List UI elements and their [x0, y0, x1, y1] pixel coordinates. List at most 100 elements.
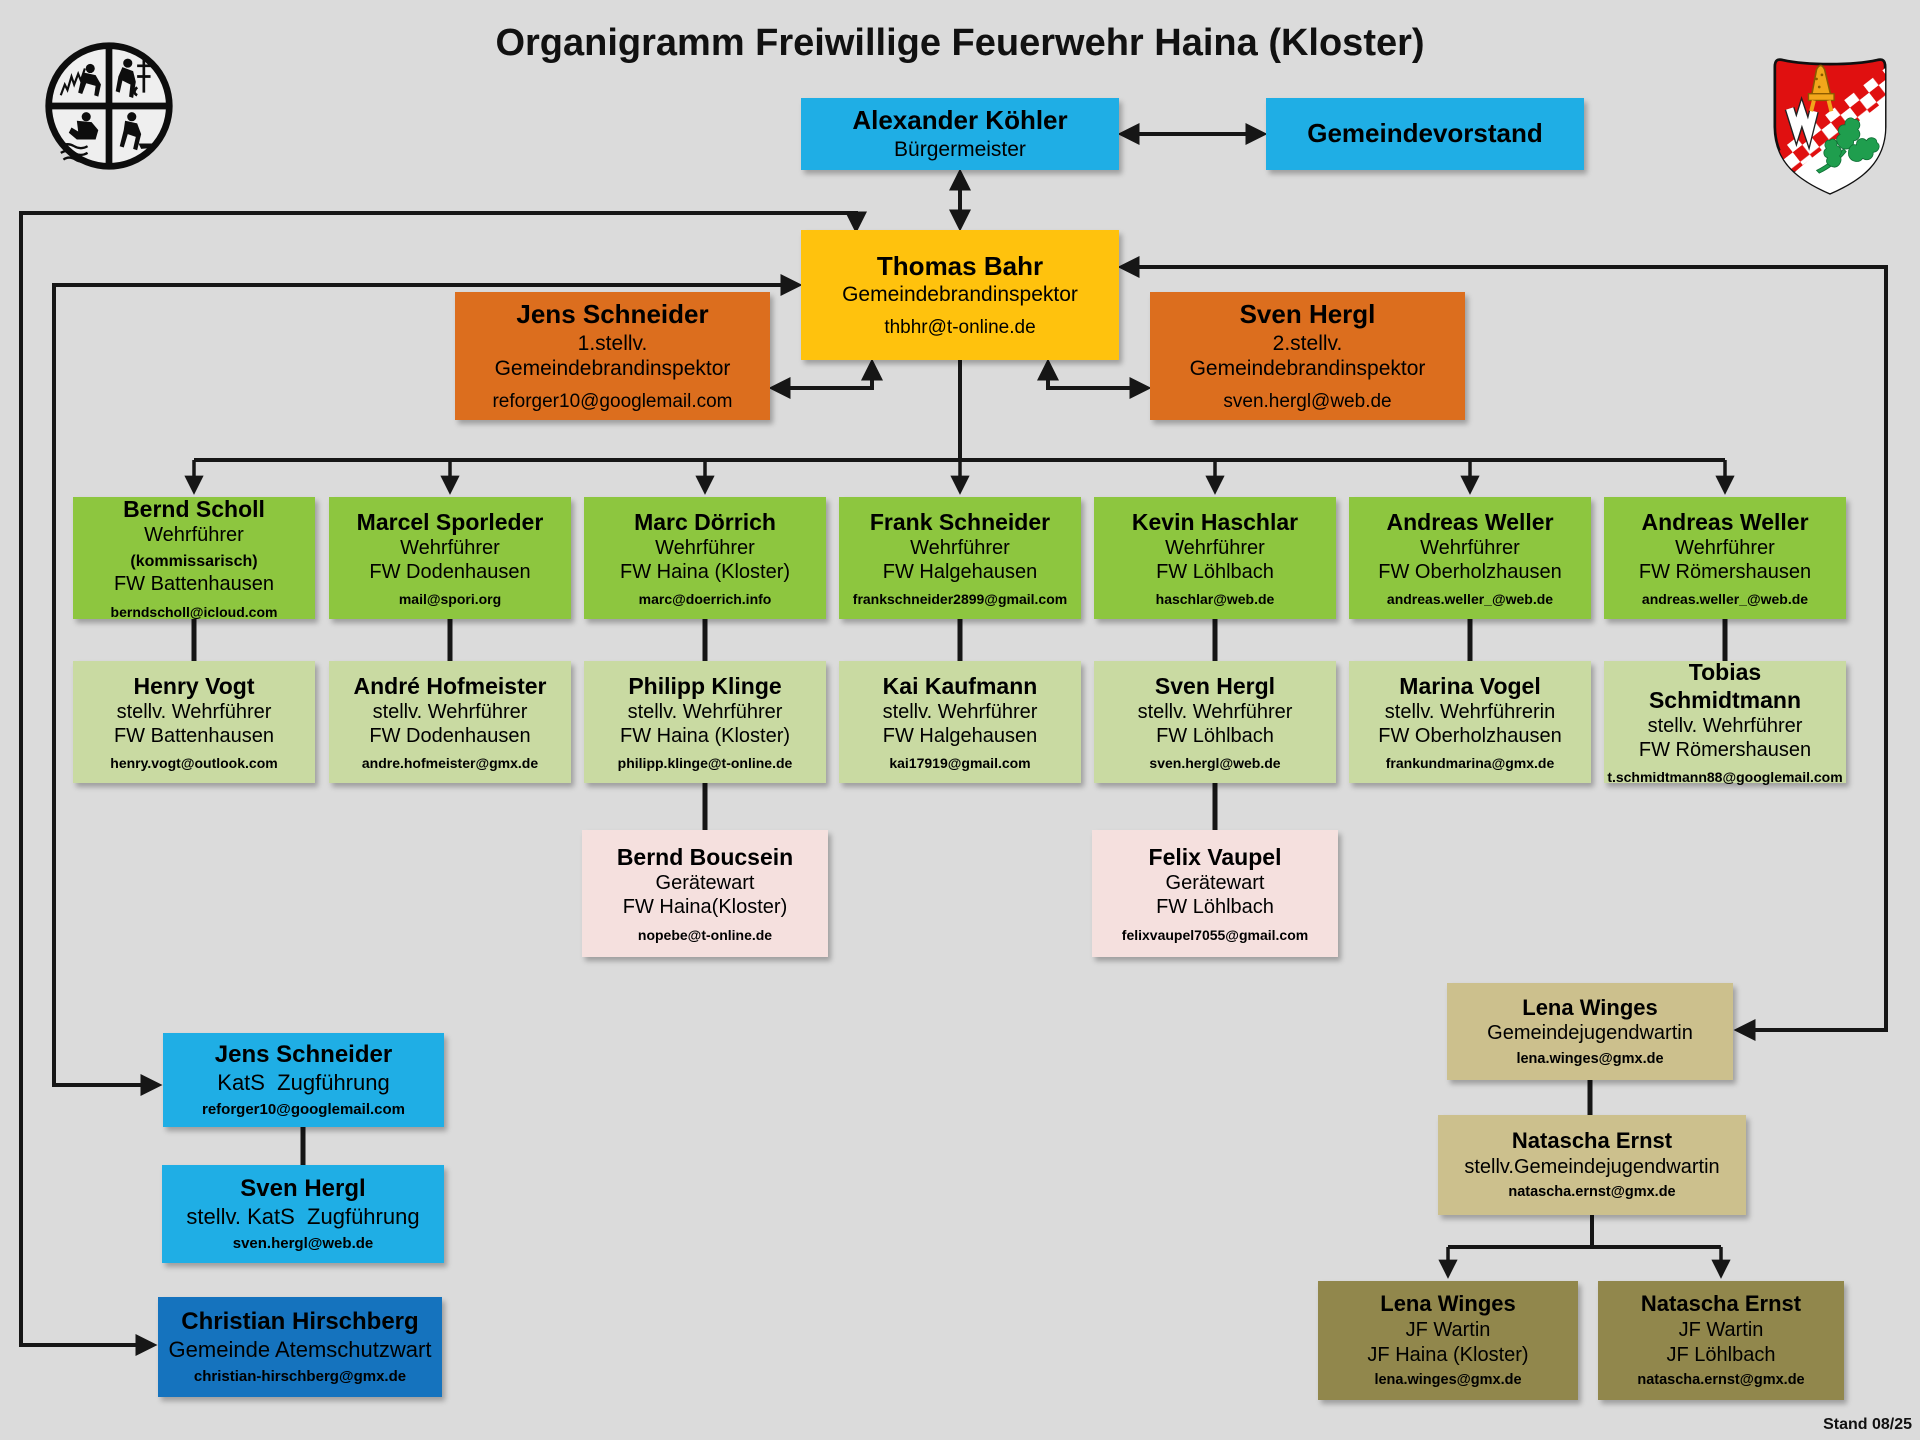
unit-name: FW Halgehausen [882, 724, 1038, 747]
person-email: sven.hergl@web.de [1223, 390, 1392, 412]
org-node-swf-dodenhausen: André Hofmeister stellv. Wehrführer FW D… [329, 661, 571, 783]
person-name: Alexander Köhler [852, 105, 1068, 136]
person-role: JF Wartin [1405, 1319, 1491, 1342]
person-email: mail@spori.org [398, 591, 502, 608]
person-name: Tobias Schmidtmann [1648, 658, 1802, 713]
person-email: natascha.ernst@gmx.de [1508, 1184, 1676, 1201]
org-node-swf-halgehausen: Kai Kaufmann stellv. Wehrführer FW Halge… [839, 661, 1081, 783]
person-email: nopebe@t-online.de [637, 926, 773, 943]
org-node-gemeindebrandinspektor: Thomas Bahr Gemeindebrandinspektor thbhr… [801, 230, 1119, 360]
unit-name: FW Oberholzhausen [1378, 560, 1562, 583]
person-name: Jens Schneider [214, 1041, 393, 1069]
person-role: stellv. Wehrführer [1137, 700, 1293, 723]
person-role: Wehrführer [1675, 536, 1775, 559]
status-date-label: Stand 08/25 [1823, 1416, 1912, 1433]
person-email: sven.hergl@web.de [232, 1235, 374, 1253]
person-role: stellv. KatS Zugführung [186, 1203, 420, 1229]
person-role: 2.stellv. Gemeindebrandinspektor [1189, 331, 1426, 381]
org-node-swf-roemershausen: Tobias Schmidtmann stellv. Wehrführer FW… [1604, 658, 1846, 786]
org-node-jf-wartin-loehlbach: Natascha Ernst JF Wartin JF Löhlbach nat… [1598, 1281, 1844, 1400]
unit-name: JF Haina (Kloster) [1367, 1343, 1529, 1366]
org-node-kats-stellv-zugfuehrung: Sven Hergl stellv. KatS Zugführung sven.… [162, 1165, 444, 1263]
person-name: Kevin Haschlar [1131, 508, 1299, 535]
org-node-wf-oberholzhausen: Andreas Weller Wehrführer FW Oberholzhau… [1349, 497, 1591, 619]
org-node-jf-wartin-haina: Lena Winges JF Wartin JF Haina (Kloster)… [1318, 1281, 1578, 1400]
person-email: andreas.weller_@web.de [1386, 591, 1554, 608]
person-email: natascha.ernst@gmx.de [1637, 1371, 1805, 1388]
person-role: stellv. Wehrführer [882, 700, 1038, 723]
person-name: Bernd Scholl [123, 496, 265, 523]
unit-name: FW Römershausen [1638, 560, 1812, 583]
person-name: Lena Winges [1380, 1291, 1516, 1317]
org-node-wf-dodenhausen: Marcel Sporleder Wehrführer FW Dodenhaus… [329, 497, 571, 619]
person-email: haschlar@web.de [1155, 591, 1275, 608]
org-node-gemeindevorstand: Gemeindevorstand [1266, 98, 1584, 170]
person-role: Wehrführer [1420, 536, 1520, 559]
person-role: Wehrführer [400, 536, 500, 559]
org-node-atemschutzwart: Christian Hirschberg Gemeinde Atemschutz… [158, 1297, 442, 1397]
unit-name: FW Halgehausen [882, 560, 1038, 583]
unit-name: FW Römershausen [1638, 739, 1812, 762]
org-node-wf-haina: Marc Dörrich Wehrführer FW Haina (Kloste… [584, 497, 826, 619]
person-role: Gemeinde Atemschutzwart [168, 1336, 432, 1362]
person-email: marc@doerrich.info [638, 591, 772, 608]
person-name: Andreas Weller [1386, 508, 1554, 535]
person-role: Gemeindejugendwartin [1487, 1022, 1693, 1045]
person-name: Christian Hirschberg [181, 1308, 419, 1336]
person-email: frankundmarina@gmx.de [1385, 755, 1555, 772]
person-email: reforger10@googlemail.com [201, 1101, 405, 1119]
person-role: Wehrführer [1165, 536, 1265, 559]
person-role: Wehrführer [910, 536, 1010, 559]
page-title: Organigramm Freiwillige Feuerwehr Haina … [495, 22, 1425, 64]
org-node-wf-roemershausen: Andreas Weller Wehrführer FW Römershause… [1604, 497, 1846, 619]
person-name: Felix Vaupel [1148, 844, 1282, 871]
person-email: t.schmidtmann88@googlemail.com [1607, 769, 1843, 786]
person-name: Sven Hergl [1239, 298, 1376, 329]
person-role: stellv. Wehrführer [372, 700, 528, 723]
unit-name: FW Haina(Kloster) [622, 896, 788, 919]
org-node-swf-oberholzhausen: Marina Vogel stellv. Wehrführerin FW Obe… [1349, 661, 1591, 783]
org-node-wf-loehlbach: Kevin Haschlar Wehrführer FW Löhlbach ha… [1094, 497, 1336, 619]
person-name: Natascha Ernst [1511, 1128, 1673, 1154]
person-email: lena.winges@gmx.de [1516, 1050, 1664, 1067]
person-name: Andreas Weller [1641, 508, 1809, 535]
person-email: christian-hirschberg@gmx.de [193, 1368, 407, 1386]
person-name: Natascha Ernst [1640, 1291, 1802, 1317]
person-email: andre.hofmeister@gmx.de [361, 755, 539, 772]
person-role: JF Wartin [1678, 1319, 1764, 1342]
person-name: Marcel Sporleder [356, 508, 544, 535]
person-role: stellv. Wehrführer [1647, 714, 1803, 737]
person-role: KatS Zugführung [217, 1069, 390, 1095]
org-node-swf-battenhausen: Henry Vogt stellv. Wehrführer FW Battenh… [73, 661, 315, 783]
person-role: stellv. Wehrführerin [1384, 700, 1556, 723]
person-email: thbhr@t-online.de [884, 317, 1036, 339]
person-email: andreas.weller_@web.de [1641, 591, 1809, 608]
org-node-buergermeister: Alexander Köhler Bürgermeister [801, 98, 1119, 170]
person-email: philipp.klinge@t-online.de [617, 755, 793, 772]
org-node-wf-battenhausen: Bernd Scholl Wehrführer (kommissarisch) … [73, 496, 315, 620]
person-email: reforger10@googlemail.com [492, 390, 733, 412]
person-name: Bernd Boucsein [616, 844, 794, 871]
person-role: Gerätewart [1165, 872, 1265, 895]
person-name: Sven Hergl [1154, 672, 1276, 699]
unit-name: FW Haina (Kloster) [619, 724, 791, 747]
unit-name: FW Dodenhausen [369, 724, 531, 747]
person-email: sven.hergl@web.de [1149, 755, 1281, 772]
person-name: Jens Schneider [516, 298, 709, 329]
org-node-wf-halgehausen: Frank Schneider Wehrführer FW Halgehause… [839, 497, 1081, 619]
person-name: Marc Dörrich [634, 508, 776, 535]
person-role: stellv. Wehrführer [116, 700, 272, 723]
fire-brigade-emblem-icon [45, 42, 173, 170]
person-name: Frank Schneider [869, 508, 1051, 535]
org-node-geraetewart-loehlbach: Felix Vaupel Gerätewart FW Löhlbach feli… [1092, 830, 1338, 957]
unit-name: FW Löhlbach [1156, 724, 1274, 747]
person-email: kai17919@gmail.com [889, 755, 1031, 772]
person-role: stellv.Gemeindejugendwartin [1464, 1155, 1720, 1178]
unit-name: FW Oberholzhausen [1378, 724, 1562, 747]
unit-name: FW Battenhausen [113, 724, 275, 747]
person-email: felixvaupel7055@gmail.com [1121, 926, 1309, 943]
org-node-swf-loehlbach: Sven Hergl stellv. Wehrführer FW Löhlbac… [1094, 661, 1336, 783]
role-note: (kommissarisch) [130, 552, 258, 570]
org-node-stellv1-gbi: Jens Schneider 1.stellv. Gemeindebrandin… [455, 292, 770, 420]
person-name: Lena Winges [1522, 994, 1658, 1020]
